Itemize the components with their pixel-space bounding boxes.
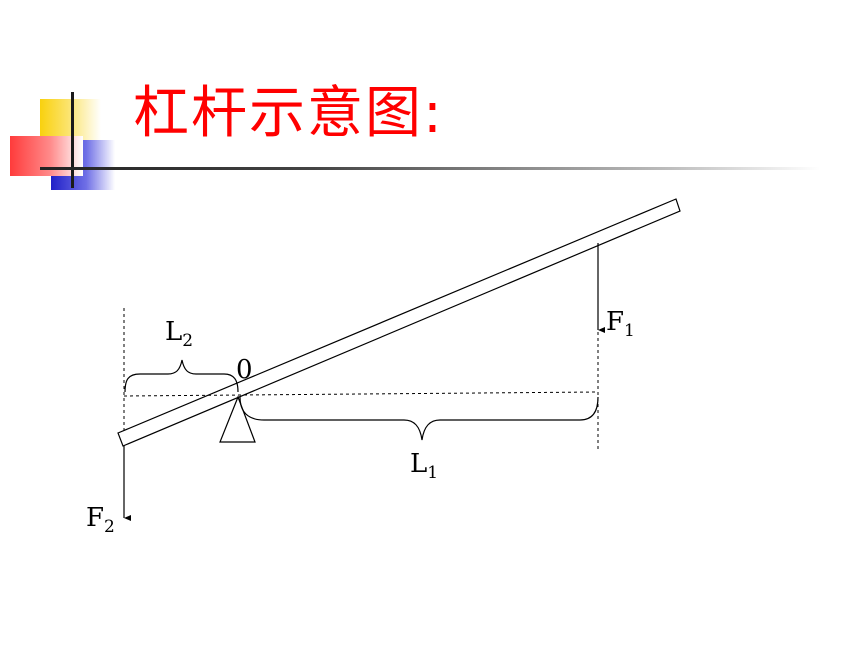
- fulcrum-triangle: [219, 395, 256, 443]
- l2-brace: [124, 359, 239, 393]
- l1-label: L1: [410, 449, 438, 483]
- pivot-label: 0: [236, 355, 253, 385]
- lever-bar: [117, 198, 681, 447]
- slide-title: 杠杆示意图:: [133, 81, 444, 146]
- f1-label: F1: [606, 307, 635, 341]
- title-underline: [40, 167, 820, 170]
- f2-label: F2: [86, 503, 115, 537]
- horizontal-reference-line: [123, 391, 599, 397]
- l1-brace: [239, 396, 599, 441]
- l2-label: L2: [165, 317, 193, 351]
- decor-vertical-line: [71, 92, 74, 188]
